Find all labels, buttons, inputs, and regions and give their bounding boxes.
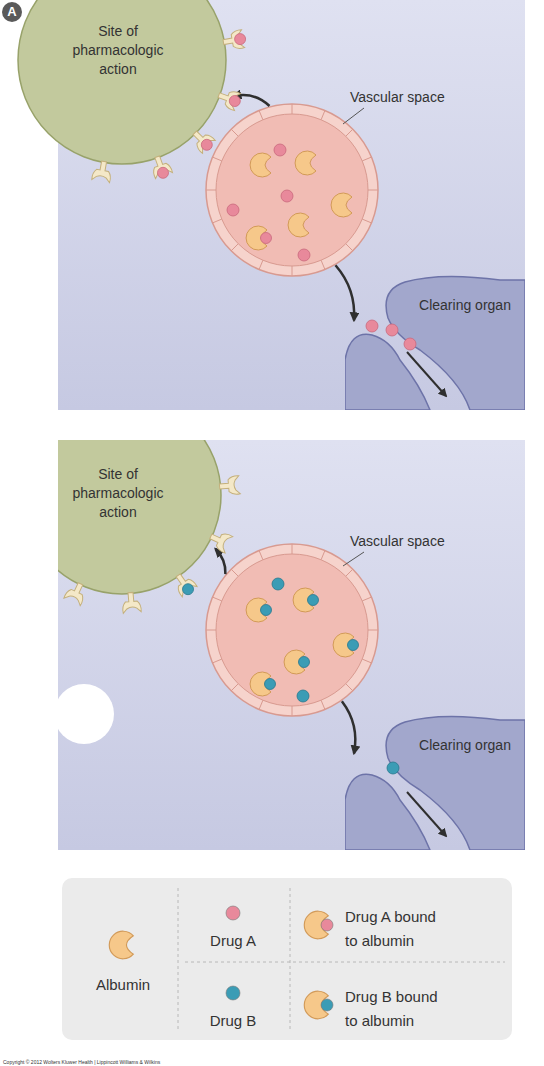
panel-badge	[2, 2, 22, 22]
flow-arrow	[233, 95, 269, 106]
legend-sample	[213, 896, 253, 930]
node-label: Vascular space	[350, 532, 460, 551]
albumin-sample	[109, 931, 133, 959]
legend-sample	[103, 928, 143, 962]
node-label: Clearing organ	[415, 736, 515, 755]
site-of-action: Site of pharmacologic action	[17, 0, 227, 165]
vascular-space-outline	[205, 543, 379, 717]
vascular-space: Vascular space	[205, 543, 379, 717]
bound-drug-sample	[321, 919, 333, 931]
legend-swatch	[226, 986, 240, 1000]
node-label: Clearing organ	[415, 296, 515, 315]
legend-divider	[290, 888, 291, 1030]
leader-line	[343, 108, 364, 124]
legend-text: Drug A	[185, 929, 281, 953]
legend-divider	[185, 962, 505, 963]
copyright-note: Copyright © 2012 Wolters Kluwer Health |…	[3, 1059, 303, 1065]
flow-arrow	[342, 701, 355, 753]
legend-text: Drug B bound to albumin	[345, 985, 445, 1033]
legend-text: Drug A bound to albumin	[345, 905, 445, 953]
site-of-action: Site of pharmacologic action	[58, 440, 222, 595]
legend-box	[62, 878, 512, 1040]
legend-divider	[178, 888, 179, 1030]
node-label: Vascular space	[350, 88, 460, 107]
clearing-organ: Clearing organ	[345, 712, 525, 850]
node-label: Site of pharmacologic action	[68, 465, 168, 522]
panel-letter: A	[2, 3, 22, 21]
flow-arrow	[336, 265, 355, 320]
legend-sample	[298, 988, 338, 1022]
clearing-organ-outline	[345, 272, 525, 410]
site-of-action-outline	[58, 440, 222, 595]
legend-swatch	[226, 906, 240, 920]
clearing-organ: Clearing organ	[345, 272, 525, 410]
legend-sample	[213, 976, 253, 1010]
bound-drug-sample	[321, 999, 333, 1011]
flow-arrow	[216, 549, 226, 574]
legend-text: Drug B	[185, 1009, 281, 1033]
white-blot	[54, 684, 114, 744]
node-label: Site of pharmacologic action	[68, 22, 168, 79]
vascular-space-outline	[205, 103, 379, 277]
legend-sample	[298, 908, 338, 942]
panel-top	[58, 0, 525, 410]
legend-text: Albumin	[73, 973, 173, 997]
vascular-space: Vascular space	[205, 103, 379, 277]
clearing-organ-outline	[345, 712, 525, 850]
